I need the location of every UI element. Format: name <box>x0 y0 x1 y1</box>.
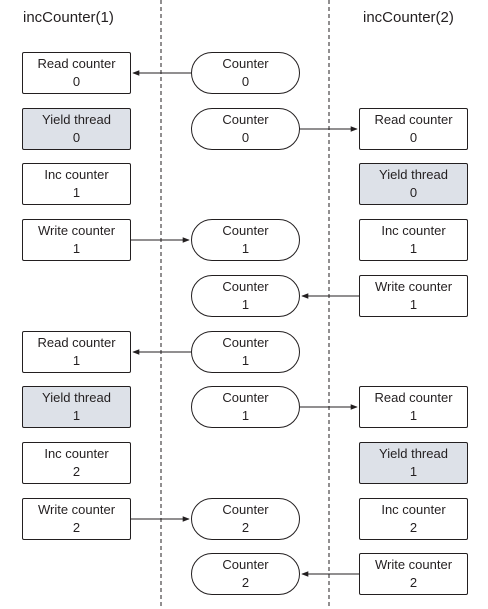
thread2-read-counter-box: Read counter 0 <box>359 108 468 150</box>
thread2-write-counter-box-value: 1 <box>409 297 418 312</box>
thread1-read-counter-box-value: 1 <box>72 353 81 368</box>
thread2-write-counter-box: Write counter 2 <box>359 553 468 595</box>
thread1-read-counter-box-label: Read counter <box>37 335 116 350</box>
shared-counter-node: Counter 0 <box>191 52 300 94</box>
thread1-yield-thread-box-label: Yield thread <box>42 112 111 127</box>
arrows-group <box>131 70 359 577</box>
thread2-inc-counter-box-value: 2 <box>409 520 418 535</box>
shared-counter-node-label: Counter <box>222 279 269 294</box>
thread2-inc-counter-box: Inc counter 1 <box>359 219 468 261</box>
thread2-yield-thread-box-value: 1 <box>409 464 418 479</box>
thread1-write-counter-box: Write counter 2 <box>22 498 131 540</box>
thread2-inc-counter-box: Inc counter 2 <box>359 498 468 540</box>
thread2-yield-thread-box-label: Yield thread <box>379 446 448 461</box>
thread1-inc-counter-box-label: Inc counter <box>44 446 109 461</box>
thread2-read-counter-box-value: 1 <box>409 408 418 423</box>
thread2-read-counter-box: Read counter 1 <box>359 386 468 428</box>
thread1-yield-thread-box-value: 0 <box>72 130 81 145</box>
thread1-inc-counter-box-value: 2 <box>72 464 81 479</box>
thread1-read-counter-box: Read counter 0 <box>22 52 131 94</box>
shared-counter-node: Counter 1 <box>191 219 300 261</box>
shared-counter-node-label: Counter <box>222 56 269 71</box>
thread2-yield-thread-box: Yield thread 0 <box>359 163 468 205</box>
shared-counter-node-value: 0 <box>241 74 250 89</box>
thread1-yield-thread-box: Yield thread 0 <box>22 108 131 150</box>
thread1-inc-counter-box: Inc counter 1 <box>22 163 131 205</box>
shared-counter-node-label: Counter <box>222 502 269 517</box>
thread2-read-counter-box-label: Read counter <box>374 390 453 405</box>
thread2-write-counter-box: Write counter 1 <box>359 275 468 317</box>
thread2-read-counter-box-label: Read counter <box>374 112 453 127</box>
shared-counter-node-value: 2 <box>241 575 250 590</box>
thread2-yield-thread-box-label: Yield thread <box>379 167 448 182</box>
shared-counter-node-label: Counter <box>222 112 269 127</box>
shared-counter-node-value: 1 <box>241 297 250 312</box>
thread1-write-counter-box-label: Write counter <box>37 223 116 238</box>
thread2-inc-counter-box-value: 1 <box>409 241 418 256</box>
thread1-read-counter-box: Read counter 1 <box>22 331 131 373</box>
shared-counter-node: Counter 0 <box>191 108 300 150</box>
thread2-write-counter-box-label: Write counter <box>374 557 453 572</box>
shared-counter-node-label: Counter <box>222 335 269 350</box>
shared-counter-node: Counter 2 <box>191 498 300 540</box>
thread1-write-counter-box-label: Write counter <box>37 502 116 517</box>
shared-counter-node-label: Counter <box>222 223 269 238</box>
thread1-inc-counter-box: Inc counter 2 <box>22 442 131 484</box>
thread2-inc-counter-box-label: Inc counter <box>381 223 446 238</box>
shared-counter-node: Counter 2 <box>191 553 300 595</box>
thread1-read-counter-box-value: 0 <box>72 74 81 89</box>
thread2-write-counter-box-value: 2 <box>409 575 418 590</box>
thread2-yield-thread-box: Yield thread 1 <box>359 442 468 484</box>
shared-counter-node-value: 1 <box>241 353 250 368</box>
shared-counter-node-label: Counter <box>222 390 269 405</box>
right-column-title: incCounter(2) <box>363 9 454 26</box>
thread1-inc-counter-box-value: 1 <box>72 185 81 200</box>
shared-counter-node-value: 2 <box>241 520 250 535</box>
thread1-yield-thread-box: Yield thread 1 <box>22 386 131 428</box>
thread1-write-counter-box-value: 2 <box>72 520 81 535</box>
shared-counter-node-label: Counter <box>222 557 269 572</box>
shared-counter-node: Counter 1 <box>191 386 300 428</box>
shared-counter-node: Counter 1 <box>191 275 300 317</box>
shared-counter-node-value: 1 <box>241 408 250 423</box>
thread1-inc-counter-box-label: Inc counter <box>44 167 109 182</box>
thread2-read-counter-box-value: 0 <box>409 130 418 145</box>
thread2-inc-counter-box-label: Inc counter <box>381 502 446 517</box>
shared-counter-node-value: 0 <box>241 130 250 145</box>
thread1-yield-thread-box-value: 1 <box>72 408 81 423</box>
thread1-yield-thread-box-label: Yield thread <box>42 390 111 405</box>
shared-counter-node-value: 1 <box>241 241 250 256</box>
thread2-write-counter-box-label: Write counter <box>374 279 453 294</box>
thread1-write-counter-box-value: 1 <box>72 241 81 256</box>
shared-counter-node: Counter 1 <box>191 331 300 373</box>
thread1-write-counter-box: Write counter 1 <box>22 219 131 261</box>
thread1-read-counter-box-label: Read counter <box>37 56 116 71</box>
thread2-yield-thread-box-value: 0 <box>409 185 418 200</box>
left-column-title: incCounter(1) <box>23 9 114 26</box>
